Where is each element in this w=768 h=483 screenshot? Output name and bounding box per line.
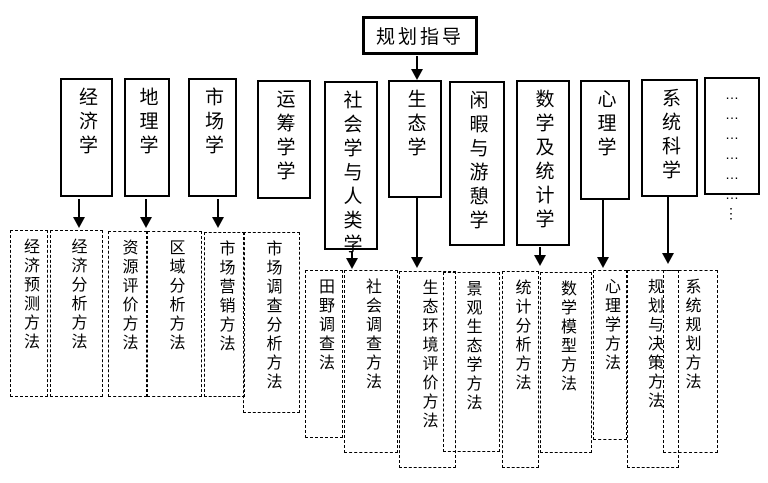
discipline-box-geography: 地理学 bbox=[124, 78, 170, 197]
method-box-field-survey: 田野调查法 bbox=[305, 270, 343, 438]
discipline-label: 市场学 bbox=[202, 87, 223, 159]
method-label: 景观生态学方法 bbox=[463, 280, 481, 413]
discipline-label: 闲暇与游憩学 bbox=[466, 90, 488, 234]
method-box-eco-environment-evaluation: 生态环境评价方法 bbox=[399, 271, 456, 468]
arrow-systems-science-down bbox=[662, 197, 674, 264]
discipline-label: 地理学 bbox=[136, 87, 158, 159]
arrow-math-statistics-down bbox=[534, 247, 546, 266]
discipline-box-psychology: 心理学 bbox=[580, 80, 630, 200]
discipline-box-systems-science: 系统科学 bbox=[641, 79, 698, 197]
arrow-ecology-down bbox=[411, 198, 423, 268]
discipline-label: 运筹学学 bbox=[273, 89, 295, 185]
method-box-regional-analysis: 区域分析方法 bbox=[147, 231, 202, 397]
method-label: 数学模型方法 bbox=[558, 280, 575, 394]
discipline-label: 系统科学 bbox=[659, 88, 680, 184]
arrow-sociology-down bbox=[346, 251, 358, 269]
method-label: 经济分析方法 bbox=[68, 238, 86, 352]
discipline-box-ellipsis: ………………⋮ bbox=[704, 77, 760, 226]
method-box-psychology-method: 心理学方法 bbox=[593, 270, 627, 440]
method-box-market-survey-analysis: 市场调查分析方法 bbox=[243, 232, 300, 413]
arrow-economics-down bbox=[73, 199, 85, 228]
method-label: 生态环境评价方法 bbox=[419, 279, 437, 431]
method-label: 田野调查法 bbox=[316, 278, 333, 373]
method-box-planning-decision: 规划与决策方法 bbox=[627, 270, 679, 468]
arrow-marketing-down bbox=[212, 199, 224, 228]
root-box-planning-guidance: 规划指导 bbox=[362, 16, 478, 55]
method-box-economic-analysis: 经济分析方法 bbox=[50, 230, 103, 397]
discipline-box-ecology: 生态学 bbox=[388, 80, 442, 198]
method-label: 规划与决策方法 bbox=[645, 278, 662, 411]
discipline-box-marketing: 市场学 bbox=[188, 78, 237, 197]
discipline-label: 社会学与人类学 bbox=[340, 90, 362, 258]
method-box-economic-forecast: 经济预测方法 bbox=[10, 230, 48, 397]
discipline-label: 生态学 bbox=[404, 89, 426, 161]
method-box-landscape-ecology: 景观生态学方法 bbox=[443, 272, 500, 452]
root-label: 规划指导 bbox=[375, 27, 464, 48]
discipline-label: 心理学 bbox=[594, 89, 616, 161]
discipline-box-sociology-anthropology: 社会学与人类学 bbox=[324, 81, 378, 258]
method-label: 区域分析方法 bbox=[166, 239, 184, 353]
method-box-statistical-analysis: 统计分析方法 bbox=[502, 271, 539, 468]
discipline-box-economics: 经济学 bbox=[60, 78, 113, 197]
discipline-box-operations-research: 运筹学学 bbox=[257, 80, 311, 199]
method-label: 市场调查分析方法 bbox=[263, 240, 281, 392]
discipline-box-leisure-recreation: 闲暇与游憩学 bbox=[449, 81, 505, 246]
method-label: 市场营销方法 bbox=[216, 240, 234, 354]
method-label: 统计分析方法 bbox=[512, 279, 530, 393]
method-label: 心理学方法 bbox=[602, 278, 619, 373]
discipline-label: 经济学 bbox=[76, 87, 97, 159]
method-box-system-planning: 系统规划方法 bbox=[663, 270, 718, 453]
method-box-marketing-method: 市场营销方法 bbox=[204, 232, 245, 397]
ellipsis-label: ………………⋮ bbox=[724, 86, 740, 226]
discipline-label: 数学及统计学 bbox=[532, 89, 554, 233]
arrow-psychology-down bbox=[597, 200, 609, 268]
method-label: 资源评价方法 bbox=[119, 239, 137, 353]
method-box-math-model: 数学模型方法 bbox=[540, 272, 592, 453]
arrow-planning-to-ecology bbox=[411, 56, 423, 80]
method-label: 系统规划方法 bbox=[682, 278, 700, 392]
method-box-resource-evaluation: 资源评价方法 bbox=[108, 231, 147, 397]
method-box-social-survey: 社会调查方法 bbox=[344, 270, 398, 453]
discipline-box-math-statistics: 数学及统计学 bbox=[516, 80, 570, 246]
method-label: 经济预测方法 bbox=[21, 238, 38, 352]
arrow-geography-down bbox=[140, 199, 152, 228]
method-label: 社会调查方法 bbox=[363, 278, 380, 392]
